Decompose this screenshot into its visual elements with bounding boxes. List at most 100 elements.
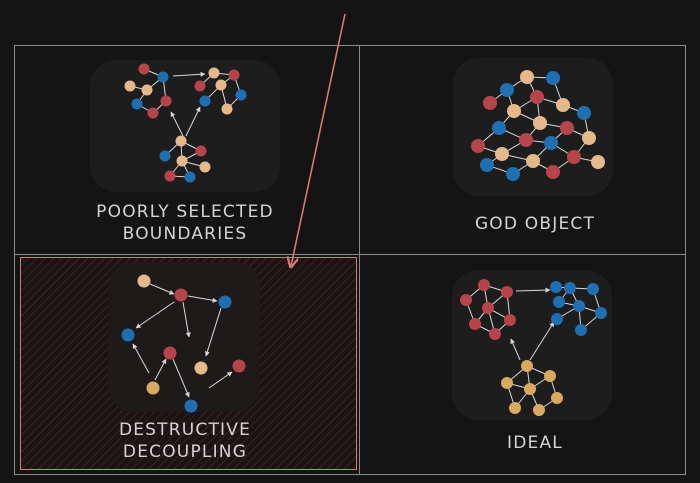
node (460, 294, 472, 306)
node (175, 135, 187, 147)
caption-god-object: GOD OBJECT (420, 213, 650, 235)
node (174, 288, 188, 302)
node (520, 70, 534, 84)
caption-poorly-selected: POORLY SELECTED BOUNDARIES (60, 201, 310, 245)
node (146, 381, 160, 395)
frame-vertical-divider (359, 45, 360, 475)
node (138, 63, 150, 75)
node (235, 89, 247, 101)
node (232, 359, 246, 373)
node (482, 302, 494, 314)
node (184, 171, 196, 183)
node (521, 360, 533, 372)
node (478, 279, 490, 291)
node (215, 79, 227, 91)
node (195, 145, 207, 157)
node (577, 106, 591, 120)
node (489, 328, 501, 340)
pointer-arrow (291, 13, 346, 266)
caption-line-1: GOD OBJECT (474, 214, 596, 234)
node (483, 96, 497, 110)
frame-right (685, 45, 686, 475)
node (194, 80, 206, 92)
node (221, 103, 233, 115)
nodes-ideal (460, 279, 607, 416)
node (567, 150, 581, 164)
node (163, 346, 177, 360)
node (121, 328, 135, 342)
caption-line-2: BOUNDARIES (122, 224, 248, 244)
node (500, 83, 514, 97)
node (526, 154, 540, 168)
node (164, 170, 176, 182)
node (506, 167, 520, 181)
node (159, 150, 171, 162)
node (501, 286, 513, 298)
node (199, 161, 211, 173)
node (208, 67, 220, 79)
node (595, 307, 607, 319)
node (131, 98, 143, 110)
nodes-destructive (121, 274, 246, 413)
nodes-god-object (471, 70, 605, 181)
frame-top (14, 45, 686, 46)
node (199, 95, 211, 107)
card-poorly-selected (90, 60, 280, 192)
node (533, 404, 545, 416)
caption-destructive-decoupling: DESTRUCTIVE DECOUPLING (60, 419, 310, 463)
frame-horizontal-divider (14, 254, 686, 255)
frame-left (14, 45, 15, 475)
node (546, 71, 560, 85)
node (501, 377, 513, 389)
node (550, 281, 562, 293)
node (551, 392, 563, 404)
caption-ideal: IDEAL (430, 432, 640, 454)
frame-bottom (14, 474, 686, 475)
node (157, 71, 169, 83)
node (530, 90, 544, 104)
node (575, 324, 587, 336)
node (544, 370, 556, 382)
node (553, 296, 565, 308)
caption-line-1: POORLY SELECTED (96, 202, 274, 222)
node (560, 121, 574, 135)
node (176, 155, 188, 167)
node (533, 116, 547, 130)
node (141, 84, 153, 96)
node (228, 69, 240, 81)
node (184, 399, 198, 413)
node (471, 139, 485, 153)
node (546, 165, 560, 179)
node (551, 313, 563, 325)
node (573, 300, 585, 312)
node (147, 107, 159, 119)
node (194, 361, 208, 375)
node (509, 402, 521, 414)
card-ideal (452, 270, 612, 420)
node (492, 121, 506, 135)
caption-line-1: IDEAL (507, 433, 563, 453)
node (124, 80, 136, 92)
node (507, 104, 521, 118)
caption-line-2: DECOUPLING (122, 442, 248, 462)
node (519, 133, 533, 147)
node (582, 131, 596, 145)
node (504, 314, 516, 326)
node (160, 95, 172, 107)
nodes-poorly-selected (124, 63, 247, 183)
node (218, 295, 232, 309)
caption-line-1: DESTRUCTIVE (118, 420, 252, 440)
node (556, 98, 570, 112)
node (564, 282, 576, 294)
node (480, 158, 494, 172)
node (137, 274, 151, 288)
node (544, 136, 558, 150)
graph-destructive (132, 283, 233, 398)
node (524, 383, 536, 395)
node (495, 147, 509, 161)
node (469, 318, 481, 330)
node (591, 155, 605, 169)
node (587, 283, 599, 295)
